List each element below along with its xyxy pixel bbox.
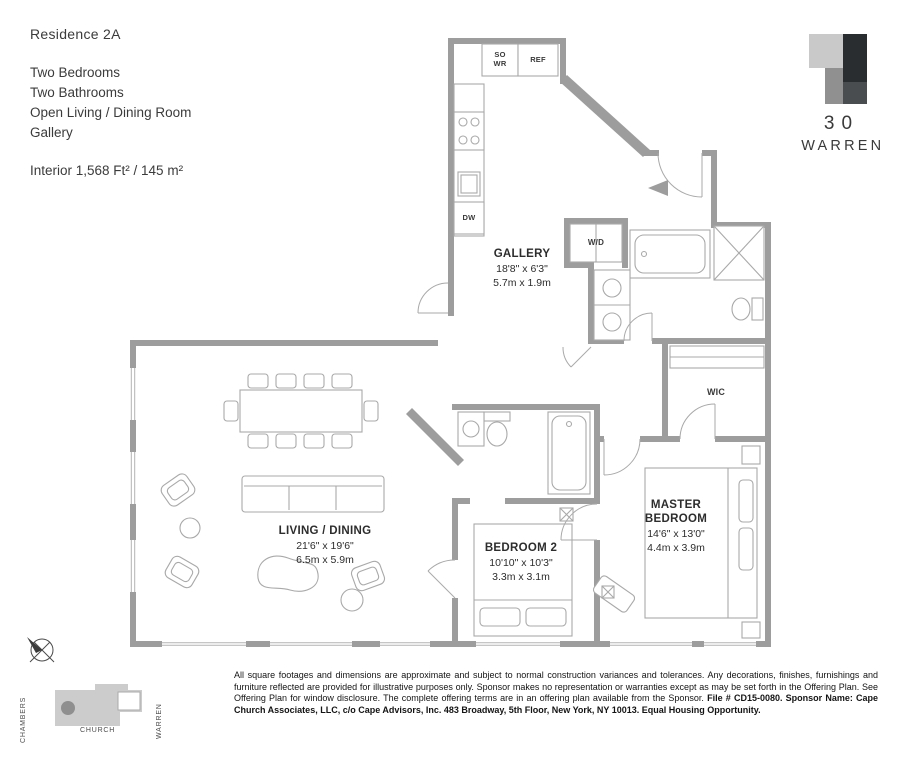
fixtures <box>160 43 765 639</box>
disclaimer-bold-text: File # CD15-0080. Sponsor Name: Cape Chu… <box>234 693 879 715</box>
compass-icon <box>27 637 55 663</box>
label-master-bedroom: MASTER BEDROOM 14'6" x 13'0" 4.4m x 3.9m <box>621 498 731 555</box>
brand-logo-icon <box>809 34 867 104</box>
street-label-chambers: CHAMBERS <box>20 696 27 743</box>
disclaimer-text: All square footages and dimensions are a… <box>234 670 878 704</box>
room-name: GALLERY <box>493 248 551 260</box>
label-so: SO <box>494 50 506 59</box>
feature-bedrooms: Two Bedrooms <box>30 65 121 80</box>
label-bedroom2: BEDROOM 2 10'10" x 10'3" 3.3m x 3.1m <box>451 541 591 584</box>
street-label-warren: WARREN <box>156 703 163 739</box>
kitchen-appliances <box>453 83 485 237</box>
room-dim-imperial: 10'10" x 10'3" <box>489 557 553 569</box>
room-name: BEDROOM 2 <box>484 542 558 554</box>
site-map <box>55 684 142 726</box>
room-name: MASTER BEDROOM <box>644 499 708 525</box>
master-bed <box>592 445 761 639</box>
feature-living: Open Living / Dining Room <box>30 105 192 120</box>
dining-table <box>223 373 379 449</box>
listing-info: Residence 2A Two Bedrooms Two Bathrooms … <box>30 26 191 178</box>
kitchen-closets <box>481 43 559 77</box>
room-name: LIVING / DINING <box>278 525 372 537</box>
label-wic: WIC <box>706 387 726 397</box>
label-ref: REF <box>530 55 546 64</box>
label-so-wr: SO WR <box>484 50 516 68</box>
master-bath-fixtures <box>593 225 765 341</box>
room-dim-metric: 3.3m x 3.1m <box>492 570 550 583</box>
brand-block: 30 WARREN <box>798 34 885 154</box>
bedroom2-bed <box>473 507 615 637</box>
doors <box>417 152 716 599</box>
interior-area: Interior 1,568 Ft² / 145 m² <box>30 163 184 178</box>
page-title: Residence 2A <box>30 26 121 42</box>
room-dim-metric: 4.4m x 3.9m <box>647 541 705 554</box>
room-dim-imperial: 14'6" x 13'0" <box>647 528 705 540</box>
brand-number: 30 <box>823 113 860 134</box>
street-label-church: CHURCH <box>80 727 116 734</box>
windows <box>129 368 756 648</box>
room-dim-imperial: 18'8" x 6'3" <box>496 263 548 275</box>
room-dim-imperial: 21'6" x 19'6" <box>296 540 354 552</box>
label-gallery: GALLERY 18'8" x 6'3" 5.7m x 1.9m <box>457 247 587 290</box>
label-living-dining: LIVING / DINING 21'6" x 19'6" 6.5m x 5.9… <box>240 524 410 567</box>
brand-name: WARREN <box>801 138 885 154</box>
wic-shelves <box>669 345 765 369</box>
label-wr: WR <box>493 59 507 68</box>
entry-arrow-icon <box>648 180 668 196</box>
room-dim-metric: 5.7m x 1.9m <box>493 276 551 289</box>
feature-gallery: Gallery <box>30 125 73 140</box>
bath2-fixtures <box>457 411 591 495</box>
label-dw: DW <box>462 213 476 222</box>
living-furniture <box>160 473 386 612</box>
feature-bathrooms: Two Bathrooms <box>30 85 124 100</box>
legal-disclaimer: All square footages and dimensions are a… <box>234 670 878 716</box>
room-dim-metric: 6.5m x 5.9m <box>296 553 354 566</box>
label-wd: W/D <box>587 238 605 247</box>
washer-dryer <box>569 223 623 263</box>
